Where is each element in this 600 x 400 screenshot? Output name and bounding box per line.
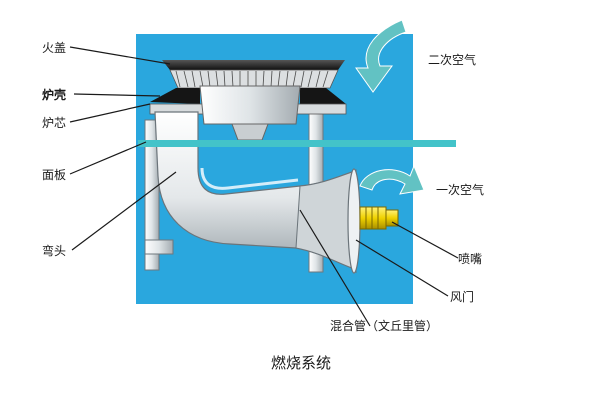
furnace-core	[199, 85, 301, 141]
label-mixing-tube: 混合管（文丘里管）	[330, 318, 438, 333]
secondary-air-arrow	[355, 19, 407, 93]
label-secondary-air: 二次空气	[428, 52, 476, 67]
elbow-and-mixing-tube	[154, 111, 361, 274]
label-nozzle: 喷嘴	[458, 252, 482, 266]
primary-air-arrow	[359, 164, 425, 195]
label-primary-air: 一次空气	[436, 182, 484, 197]
figure-caption: 燃烧系统	[271, 354, 331, 372]
nozzle	[359, 206, 399, 230]
label-furnace-core: 炉芯	[42, 116, 66, 130]
label-damper: 风门	[450, 289, 474, 304]
label-fire-cover: 火盖	[42, 41, 66, 55]
leader-lines	[69, 46, 459, 327]
label-elbow: 弯头	[42, 243, 66, 258]
panel-bar	[138, 140, 456, 147]
fire-cover	[162, 60, 345, 89]
label-panel: 面板	[42, 168, 66, 182]
label-furnace-head: 炉壳	[42, 87, 66, 102]
